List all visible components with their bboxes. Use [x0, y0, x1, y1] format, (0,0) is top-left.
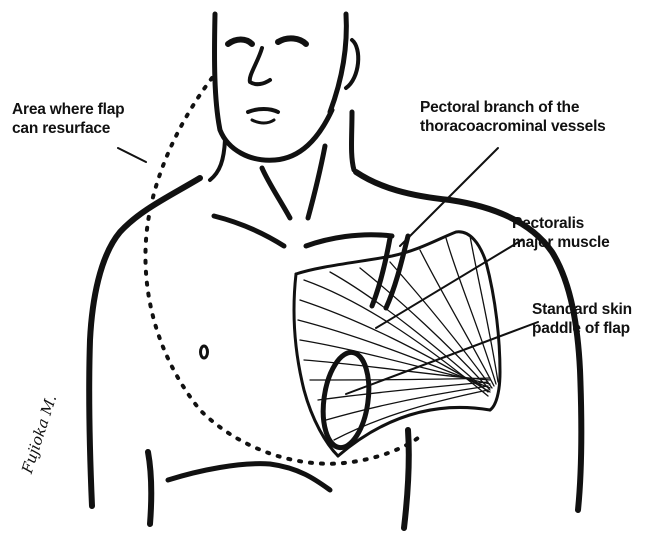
label-pectoral-branch-line2: thoracoacrominal vessels: [420, 117, 606, 136]
label-pectoralis: Pectoralis major muscle: [512, 214, 610, 252]
label-pectoralis-line1: Pectoralis: [512, 214, 610, 233]
nipple: [201, 346, 208, 358]
label-flap-area: Area where flap can resurface: [12, 100, 124, 138]
label-pectoral-branch: Pectoral branch of the thoracoacrominal …: [420, 98, 606, 136]
label-flap-area-line1: Area where flap: [12, 100, 124, 119]
head: [215, 14, 347, 160]
leader-lines: [118, 148, 538, 394]
clavicles: [214, 216, 392, 246]
label-pectoral-branch-line1: Pectoral branch of the: [420, 98, 606, 117]
neck: [210, 112, 354, 218]
label-skin-paddle-line1: Standard skin: [532, 300, 632, 319]
label-pectoralis-line2: major muscle: [512, 233, 610, 252]
flap-resurface-area-dotted: [145, 78, 418, 464]
label-skin-paddle: Standard skin paddle of flap: [532, 300, 632, 338]
pectoral-branch-vessels: [372, 236, 408, 308]
lower-chest-line: [168, 464, 330, 490]
label-flap-area-line2: can resurface: [12, 119, 124, 138]
label-skin-paddle-line2: paddle of flap: [532, 319, 632, 338]
